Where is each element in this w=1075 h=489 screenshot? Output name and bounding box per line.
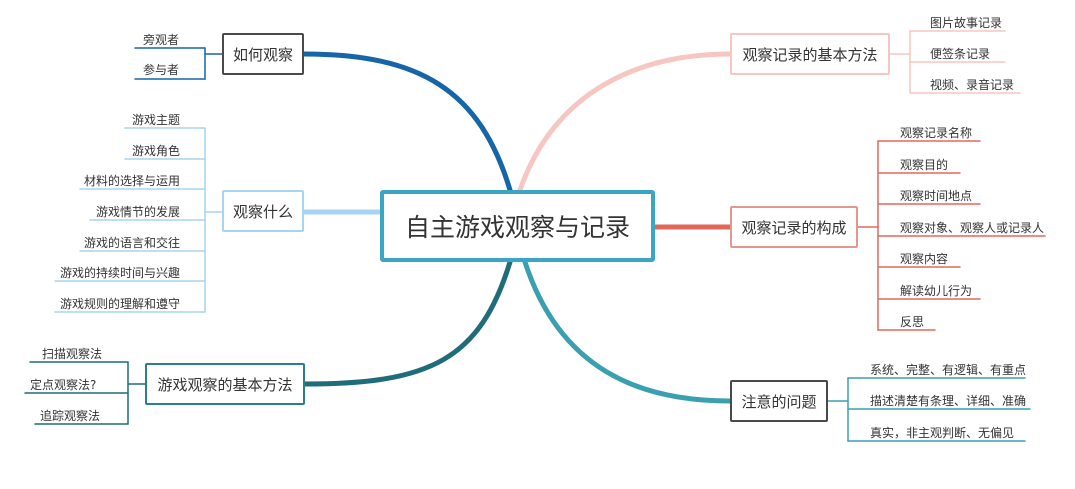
leaf-structure-3[interactable]: 观察对象、观察人或记录人: [900, 221, 1045, 235]
leaf-structure-1[interactable]: 观察目的: [900, 158, 949, 172]
leaf-what-5[interactable]: 游戏的持续时间与兴趣: [60, 266, 181, 280]
link-how: [301, 51, 513, 193]
branch-record-methods-label: 观察记录的基本方法: [742, 45, 878, 64]
branch-record-methods[interactable]: 观察记录的基本方法: [730, 33, 890, 75]
leaf-notes-2[interactable]: 真实，非主观判断、无偏见: [870, 426, 1015, 440]
leaf-structure-2[interactable]: 观察时间地点: [900, 189, 973, 203]
leaf-notes-1[interactable]: 描述清楚有条理、详细、准确: [870, 394, 1027, 408]
leaf-structure-4[interactable]: 观察内容: [900, 252, 949, 266]
leaf-methods-0[interactable]: 扫描观察法: [42, 347, 103, 361]
leaf-record-methods-2[interactable]: 视频、录音记录: [930, 78, 1015, 92]
branch-how-to-observe[interactable]: 如何观察: [222, 33, 304, 75]
leaf-what-1[interactable]: 游戏角色: [132, 144, 181, 158]
leaf-notes-0[interactable]: 系统、完整、有逻辑、有重点: [870, 363, 1027, 377]
leaf-what-0[interactable]: 游戏主题: [132, 113, 181, 127]
branch-observation-methods[interactable]: 游戏观察的基本方法: [145, 363, 305, 405]
leaf-how-0[interactable]: 旁观者: [143, 33, 180, 47]
leaf-what-3[interactable]: 游戏情节的发展: [96, 205, 181, 219]
link-notes: [522, 259, 733, 404]
branch-how-label: 如何观察: [232, 45, 293, 64]
leaf-structure-6[interactable]: 反思: [900, 315, 925, 329]
leaf-methods-2[interactable]: 追踪观察法: [40, 409, 101, 423]
branch-record-structure[interactable]: 观察记录的构成: [730, 206, 858, 248]
link-record-methods: [517, 51, 733, 193]
branch-notes[interactable]: 注意的问题: [730, 380, 828, 422]
leaf-record-methods-0[interactable]: 图片故事记录: [930, 16, 1003, 30]
leaf-what-2[interactable]: 材料的选择与运用: [84, 174, 181, 188]
branch-what-label: 观察什么: [232, 202, 293, 221]
leaf-what-4[interactable]: 游戏的语言和交往: [84, 236, 181, 250]
central-title: 自主游戏观察与记录: [404, 213, 630, 242]
leaf-record-methods-1[interactable]: 便签条记录: [930, 47, 991, 61]
leaf-structure-5[interactable]: 解读幼儿行为: [900, 284, 973, 298]
leaf-structure-0[interactable]: 观察记录名称: [900, 126, 973, 140]
central-topic[interactable]: 自主游戏观察与记录: [380, 190, 655, 262]
link-methods: [302, 259, 513, 387]
branch-record-structure-label: 观察记录的构成: [741, 218, 847, 237]
leaf-how-1[interactable]: 参与者: [143, 63, 180, 77]
branch-notes-label: 注意的问题: [741, 392, 817, 411]
leaf-what-6[interactable]: 游戏规则的理解和遵守: [60, 297, 181, 311]
branch-methods-label: 游戏观察的基本方法: [157, 375, 293, 394]
branch-what-to-observe[interactable]: 观察什么: [222, 190, 304, 232]
leaf-methods-1[interactable]: 定点观察法?: [30, 378, 97, 392]
